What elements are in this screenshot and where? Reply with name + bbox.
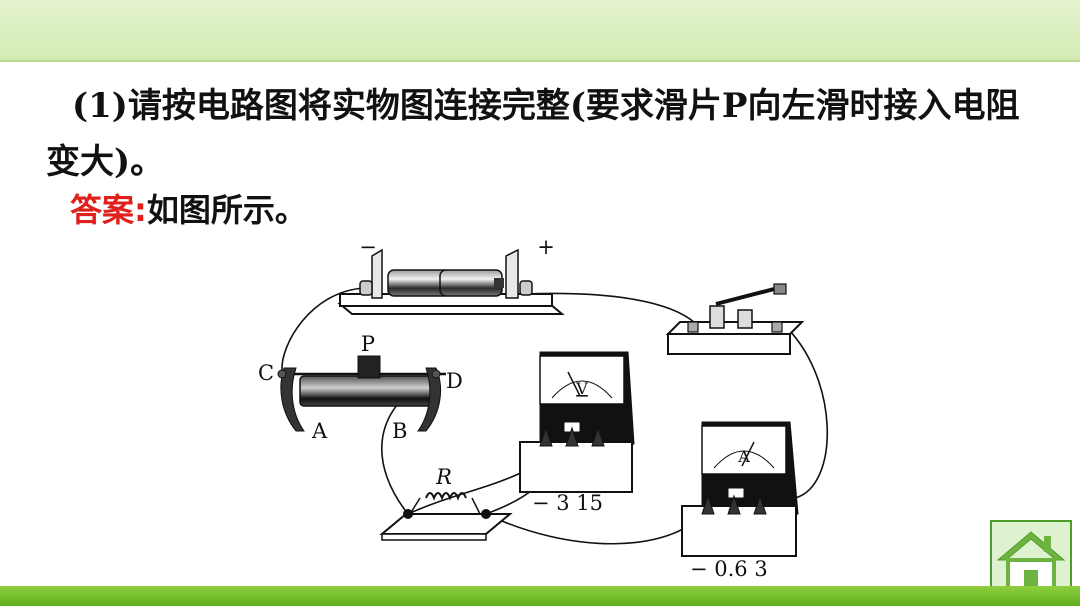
rheostat (277, 355, 446, 432)
footer-band (0, 586, 1080, 606)
ammeter-symbol: A (737, 447, 750, 466)
ammeter-terminals-label: − 0.6 3 (690, 557, 768, 581)
voltmeter-terminals-label: − 3 15 (532, 491, 603, 515)
battery-minus-label: − (359, 236, 377, 259)
answer-line: 答案:如图所示。 (70, 188, 307, 232)
answer-text: 如图所示。 (146, 191, 307, 229)
rheostat-a-label: A (311, 419, 328, 443)
rheostat-d-label: D (446, 369, 463, 393)
switch[interactable] (665, 283, 805, 355)
ammeter (681, 421, 799, 557)
header-band (0, 0, 1080, 62)
question-text: (1)请按电路图将实物图连接完整(要求滑片P向左滑时接入电阻变大)。 (46, 86, 1020, 182)
resistor-board (379, 492, 513, 541)
rheostat-p-label: P (361, 332, 375, 356)
voltmeter-symbol: V (575, 379, 588, 398)
rheostat-c-label: C (258, 361, 274, 385)
resistor-label: R (435, 465, 452, 489)
battery-plus-label: + (537, 236, 555, 259)
home-icon (996, 531, 1066, 592)
battery-holder (337, 248, 565, 315)
voltmeter (519, 351, 635, 493)
circuit-diagram: − + P C D A B V − 3 15 (258, 236, 828, 581)
rheostat-b-label: B (392, 419, 407, 443)
answer-label: 答案: (70, 191, 147, 229)
